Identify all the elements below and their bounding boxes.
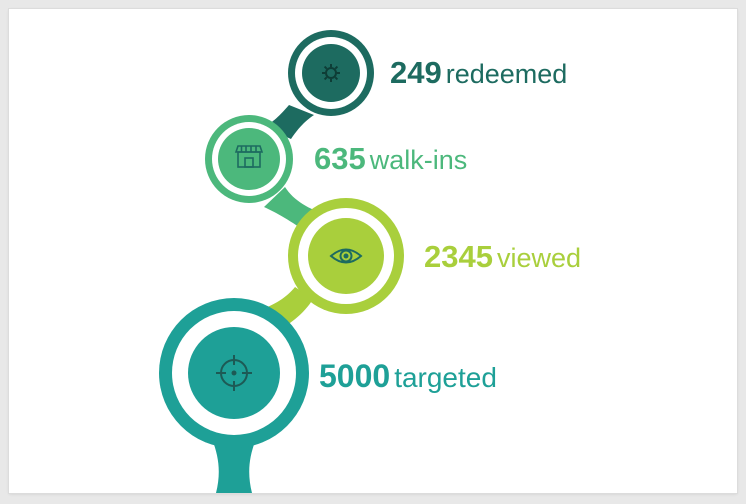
eye-icon — [329, 248, 363, 264]
stat-targeted-label: targeted — [394, 362, 497, 393]
tail-targeted — [212, 439, 256, 493]
stat-viewed-label: viewed — [496, 243, 582, 273]
gear-icon — [322, 64, 340, 82]
stat-targeted-value: 5000 — [319, 358, 391, 394]
node-walkins — [205, 115, 293, 203]
stat-walkins-label: walk-ins — [369, 145, 468, 175]
stat-walkins-value: 635 — [314, 141, 366, 176]
storefront-icon — [234, 145, 264, 168]
stat-redeemed-label: redeemed — [445, 59, 568, 89]
crosshair-icon — [216, 355, 252, 391]
stat-redeemed-value: 249 — [390, 55, 442, 90]
node-targeted — [159, 298, 309, 448]
funnel-diagram — [159, 30, 404, 493]
node-viewed — [288, 198, 404, 314]
node-redeemed — [288, 30, 374, 116]
stat-viewed-value: 2345 — [424, 239, 493, 274]
